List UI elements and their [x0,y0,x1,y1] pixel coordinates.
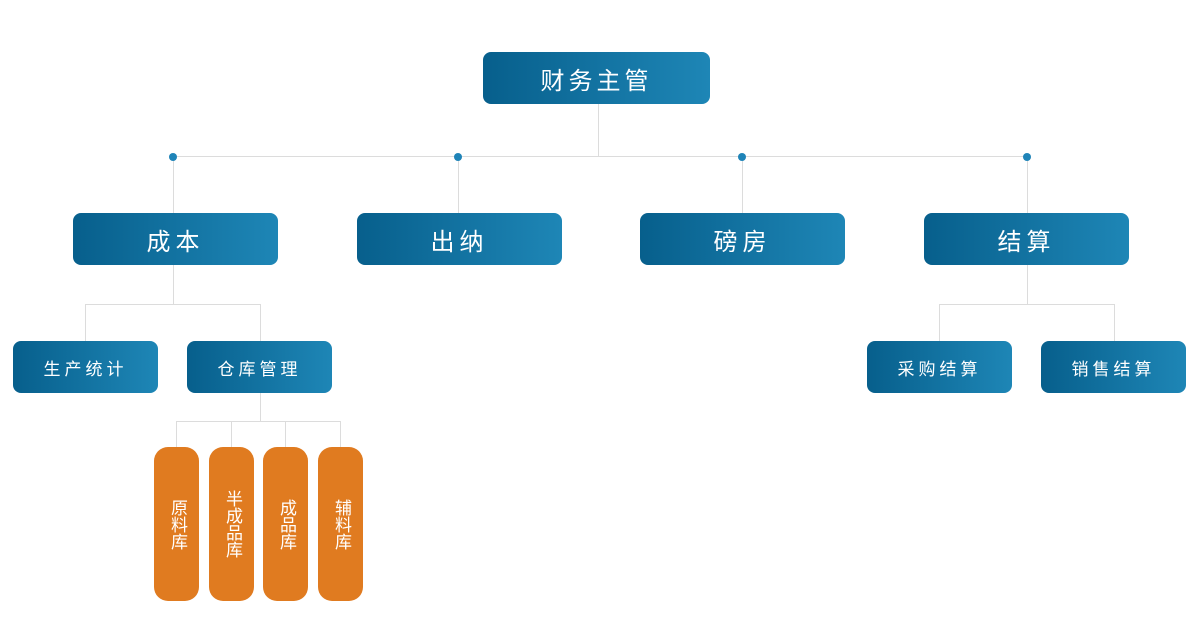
node-cost: 成本 [73,213,278,265]
connector-line [340,421,341,448]
connector-line [939,304,940,342]
connector-line [285,421,286,448]
node-settlement: 结算 [924,213,1129,265]
node-sales-settlement: 销售结算 [1041,341,1186,393]
connector-line [1114,304,1115,342]
connector-line [173,156,1028,157]
connector-line [598,103,599,157]
node-purchase-settlement: 采购结算 [867,341,1012,393]
connector-line [1027,157,1028,213]
connector-line [1027,265,1028,304]
junction-dot [738,153,746,161]
node-auxiliary-material-warehouse: 辅料库 [318,447,363,601]
node-semi-finished-warehouse: 半成品库 [209,447,254,601]
connector-line [176,421,177,448]
connector-line [231,421,232,448]
connector-line [85,304,261,305]
node-warehouse-management: 仓库管理 [187,341,332,393]
connector-line [173,157,174,213]
connector-line [458,157,459,213]
junction-dot [169,153,177,161]
node-finance-supervisor: 财务主管 [483,52,710,104]
connector-line [260,304,261,342]
connector-line [85,304,86,342]
node-raw-material-warehouse: 原料库 [154,447,199,601]
node-finished-goods-warehouse: 成品库 [263,447,308,601]
connector-line [260,393,261,421]
connector-line [176,421,341,422]
connector-line [742,157,743,213]
junction-dot [454,153,462,161]
connector-line [939,304,1115,305]
node-cashier: 出纳 [357,213,562,265]
node-weighbridge: 磅房 [640,213,845,265]
node-production-statistics: 生产统计 [13,341,158,393]
connector-line [173,265,174,304]
junction-dot [1023,153,1031,161]
